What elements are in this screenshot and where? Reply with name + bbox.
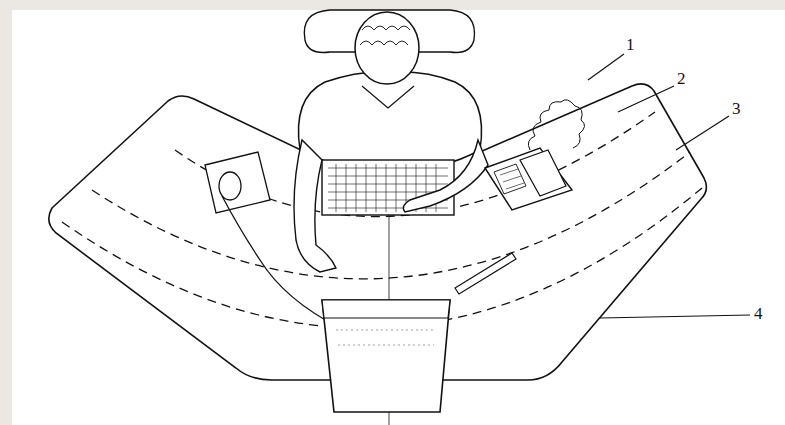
collar [362, 86, 414, 108]
callout-number: 3 [732, 100, 741, 117]
right-arm [403, 140, 488, 212]
frame-band [0, 0, 785, 10]
callout-number: 1 [626, 36, 635, 53]
callout-number: 2 [677, 70, 686, 87]
leader-line [618, 86, 674, 112]
mouse [219, 172, 241, 200]
pen [455, 253, 516, 294]
mouse-pad [205, 152, 270, 213]
left-arm [294, 140, 336, 272]
callout-number: 4 [754, 305, 763, 322]
monitor [322, 300, 450, 412]
leader-line [588, 54, 624, 80]
hair [360, 26, 410, 45]
leader-line [676, 116, 729, 150]
telephone [485, 100, 585, 210]
keyboard [322, 160, 454, 215]
leader-line [600, 315, 750, 318]
frame-band [0, 0, 12, 425]
head [355, 12, 419, 84]
torso [298, 72, 481, 170]
